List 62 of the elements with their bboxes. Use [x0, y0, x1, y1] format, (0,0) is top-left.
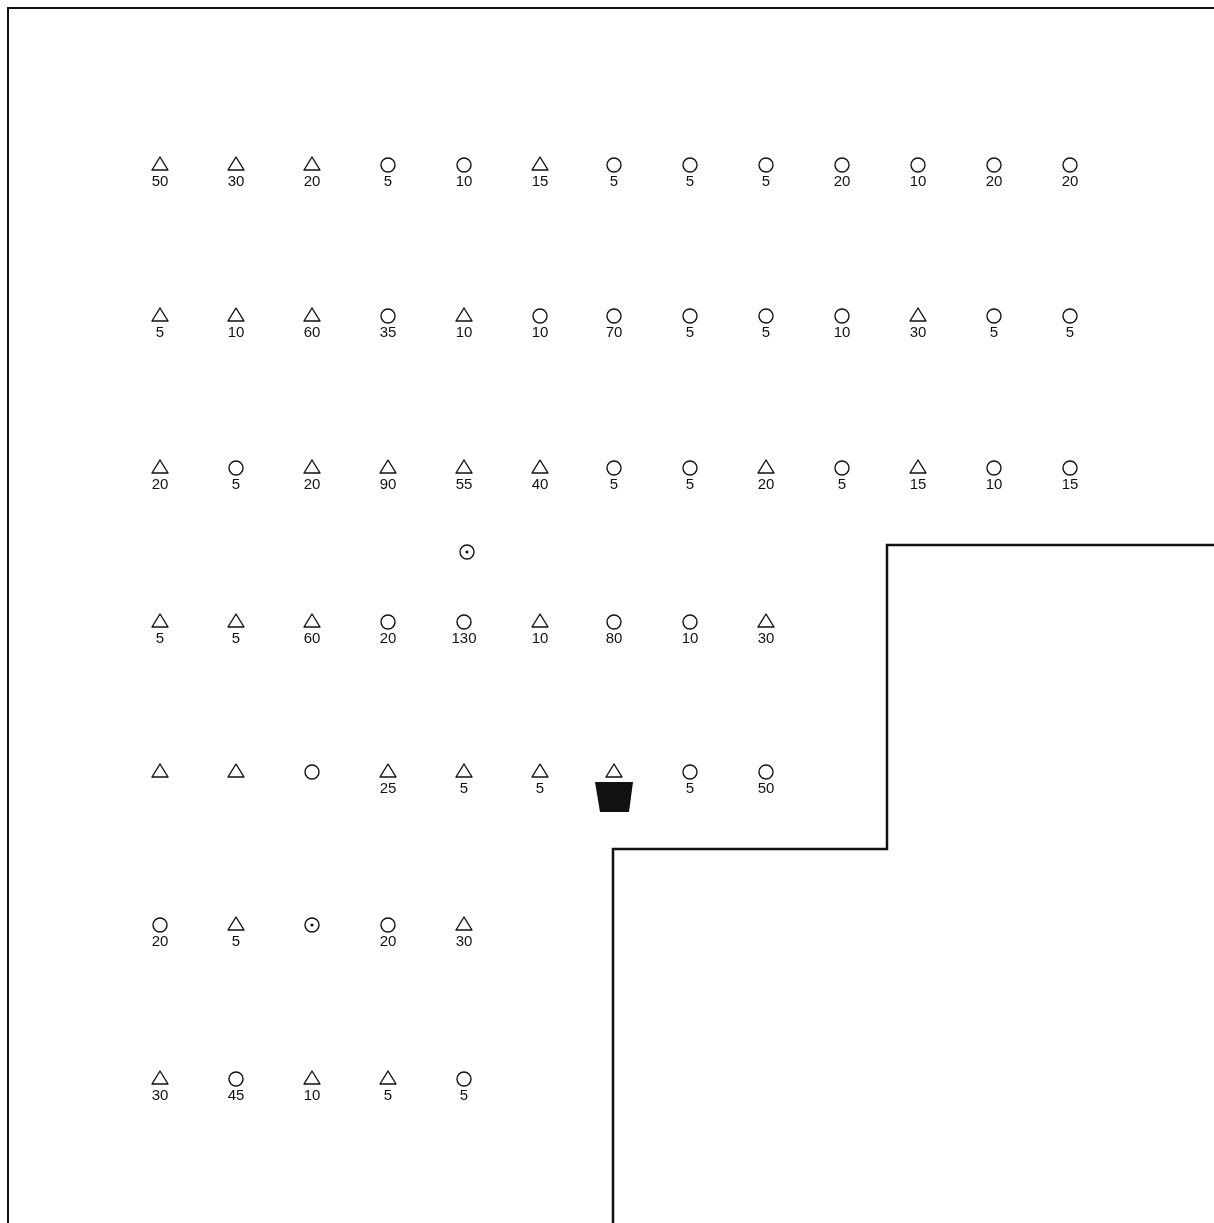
value-label: 5 — [383, 173, 393, 188]
value-label: 20 — [379, 630, 397, 645]
value-label: 20 — [757, 476, 775, 491]
value-label: 5 — [989, 324, 999, 339]
value-label: 20 — [151, 476, 169, 491]
value-label: 5 — [231, 630, 241, 645]
value-label: 30 — [227, 173, 245, 188]
value-label: 10 — [455, 324, 473, 339]
value-label: 5 — [1065, 324, 1075, 339]
value-label: 80 — [605, 630, 623, 645]
value-label: 35 — [379, 324, 397, 339]
value-label: 70 — [605, 324, 623, 339]
value-label: 5 — [761, 324, 771, 339]
value-label: 50 — [757, 780, 775, 795]
value-label: 15 — [1061, 476, 1079, 491]
value-label: 5 — [609, 173, 619, 188]
value-label: 5 — [685, 173, 695, 188]
value-label: 30 — [909, 324, 927, 339]
value-label: 55 — [455, 476, 473, 491]
value-label: 10 — [985, 476, 1003, 491]
value-label: 10 — [303, 1087, 321, 1102]
value-label: 40 — [531, 476, 549, 491]
value-label: 20 — [303, 476, 321, 491]
value-label: 10 — [227, 324, 245, 339]
value-label: 20 — [1061, 173, 1079, 188]
value-label: 10 — [909, 173, 927, 188]
value-label: 60 — [303, 630, 321, 645]
value-label: 90 — [379, 476, 397, 491]
value-label: 5 — [155, 324, 165, 339]
value-label: 5 — [383, 1087, 393, 1102]
value-label: 5 — [231, 476, 241, 491]
value-label: 15 — [909, 476, 927, 491]
value-label: 130 — [451, 630, 477, 645]
value-label: 25 — [379, 780, 397, 795]
value-label: 5 — [459, 780, 469, 795]
value-label: 5 — [459, 1087, 469, 1102]
value-label: 5 — [761, 173, 771, 188]
value-label: 20 — [379, 933, 397, 948]
value-label: 20 — [985, 173, 1003, 188]
value-label: 45 — [227, 1087, 245, 1102]
value-label: 10 — [531, 324, 549, 339]
value-label: 5 — [685, 780, 695, 795]
value-label: 5 — [231, 933, 241, 948]
value-label: 20 — [151, 933, 169, 948]
value-label: 20 — [303, 173, 321, 188]
value-label: 5 — [535, 780, 545, 795]
value-label: 10 — [531, 630, 549, 645]
value-label: 10 — [833, 324, 851, 339]
value-label: 20 — [833, 173, 851, 188]
value-label: 5 — [685, 476, 695, 491]
value-label: 5 — [155, 630, 165, 645]
value-label: 10 — [455, 173, 473, 188]
value-label: 5 — [609, 476, 619, 491]
value-label: 60 — [303, 324, 321, 339]
value-label: 30 — [151, 1087, 169, 1102]
value-label: 5 — [837, 476, 847, 491]
value-label: 30 — [757, 630, 775, 645]
value-label: 10 — [681, 630, 699, 645]
value-label: 15 — [531, 173, 549, 188]
value-label: 30 — [455, 933, 473, 948]
value-label: 5 — [685, 324, 695, 339]
value-label: 50 — [151, 173, 169, 188]
